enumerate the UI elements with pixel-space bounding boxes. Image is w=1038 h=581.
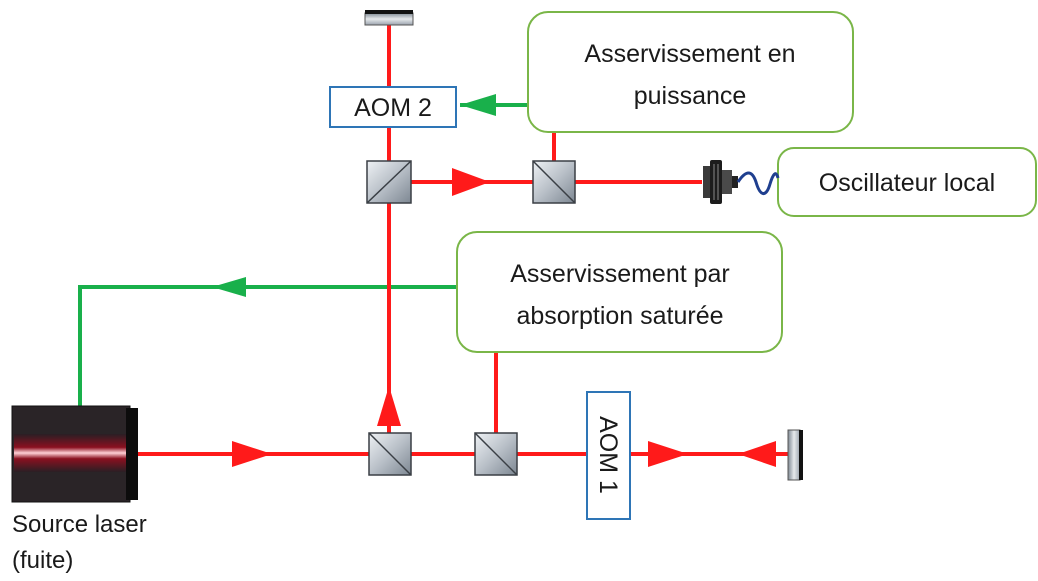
feedback-arrow-to-aom2 [460,94,496,116]
fiber-coupler-icon [703,160,738,204]
absorption-servo-line2: absorption saturée [516,302,723,330]
mirror-top [364,10,414,26]
laser-source-icon [11,405,138,503]
beam-splitter-cube-1 [366,160,412,204]
aom2-box: AOM 2 [329,86,457,128]
beam-splitter-cube-3 [368,432,412,476]
absorption-servo-line1: Asservissement par [510,260,730,288]
power-servo-line2: puissance [634,82,747,110]
fiber-icon [736,171,780,195]
beam-arrows [232,168,776,467]
laser-source-label-line2: (fuite) [12,547,73,574]
arrow-right-1 [232,441,272,467]
absorption-servo-box: Asservissement par absorption saturée [456,231,783,353]
arrow-up [377,386,401,426]
aom1-label: AOM 1 [594,416,622,494]
power-servo-box: Asservissement en puissance [527,11,854,133]
feedback-arrow-to-laser [212,277,246,297]
arrow-right-3 [648,441,688,467]
beam-splitter-cube-2 [532,160,576,204]
local-oscillator-label: Oscillateur local [819,169,995,197]
aom2-label: AOM 2 [354,94,432,122]
feedback-line-to-laser [78,285,462,408]
laser-source-label-line1: Source laser [12,511,147,538]
aom1-box: AOM 1 [586,391,631,520]
power-servo-line1: Asservissement en [584,40,795,68]
local-oscillator-box: Oscillateur local [777,147,1037,217]
arrow-left [738,441,776,467]
arrow-right-2 [452,168,490,196]
beam-splitter-cube-4 [474,432,518,476]
mirror-right [787,429,803,481]
